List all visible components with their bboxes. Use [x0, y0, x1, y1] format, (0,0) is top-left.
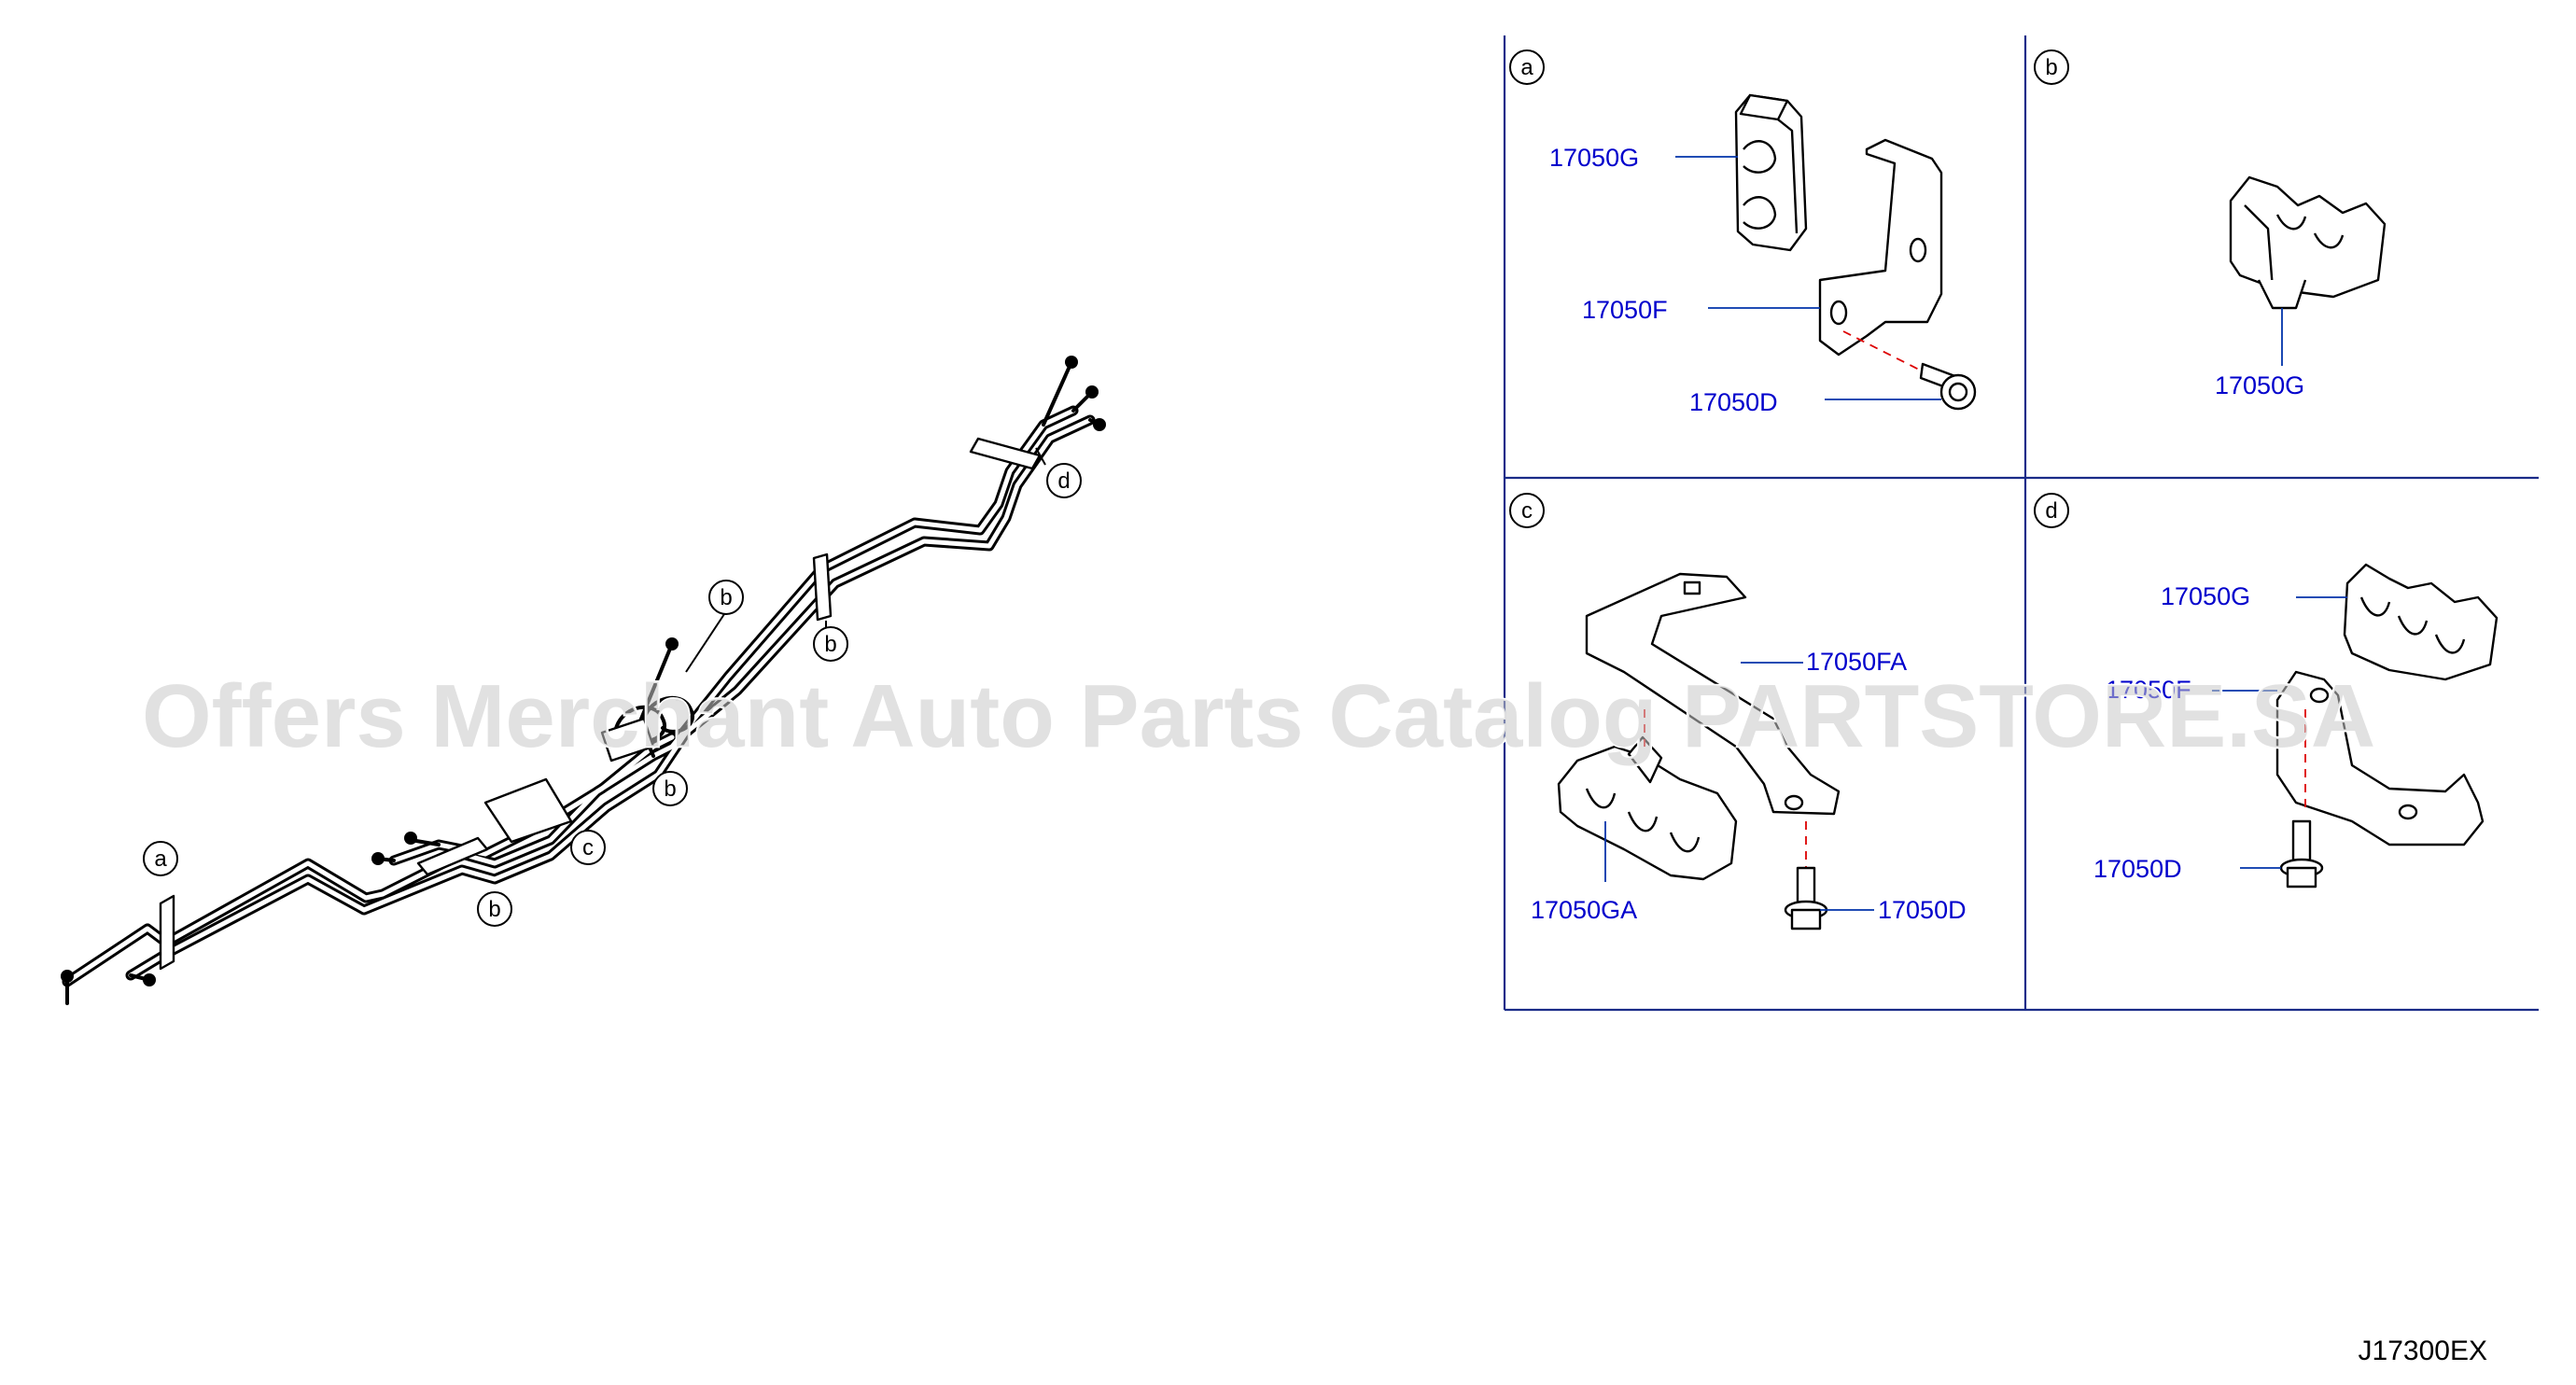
diagram-code: J17300EX	[2359, 1336, 2487, 1366]
part-number-17050ga[interactable]: 17050GA	[1531, 896, 1637, 924]
svg-text:c: c	[582, 835, 594, 860]
part-number-17050d[interactable]: 17050D	[2093, 855, 2182, 883]
panel-b-label: b	[2034, 49, 2069, 85]
callout-d: d	[1046, 463, 1082, 498]
part-number-17050f[interactable]: 17050F	[2106, 676, 2191, 704]
callout-b: b	[652, 771, 688, 806]
svg-text:b: b	[720, 585, 732, 610]
part-number-17050fa[interactable]: 17050FA	[1806, 648, 1907, 676]
callout-a: a	[143, 841, 178, 876]
svg-text:c: c	[1521, 498, 1533, 524]
part-number-17050g[interactable]: 17050G	[1549, 144, 1639, 172]
callout-b: b	[708, 580, 744, 615]
callout-c: c	[570, 830, 606, 865]
panel-d-label: d	[2034, 493, 2069, 528]
panel-c-label: c	[1509, 493, 1545, 528]
triple-clip-part	[1557, 735, 1738, 881]
svg-text:b: b	[488, 897, 500, 922]
main-callouts: a b b b b c d	[143, 463, 1082, 927]
part-number-17050g[interactable]: 17050G	[2215, 371, 2304, 399]
triple-clip-part	[2343, 563, 2499, 681]
panel-c: c 17050FA 17050GA 17050D	[1509, 493, 1967, 930]
svg-text:d: d	[1057, 469, 1070, 494]
clip-double-part	[1734, 93, 1808, 252]
svg-text:b: b	[824, 632, 836, 657]
panel-d: d 17050G 17050F 17050D	[2034, 493, 2499, 888]
part-number-17050d[interactable]: 17050D	[1878, 896, 1967, 924]
callout-b: b	[813, 626, 848, 662]
watermark: Offers Merchant Auto Parts Catalog PARTS…	[142, 666, 2375, 766]
part-number-17050d[interactable]: 17050D	[1689, 388, 1778, 416]
tube-clamps	[159, 437, 1042, 971]
bolt-part	[1919, 362, 1977, 411]
part-number-17050g[interactable]: 17050G	[2161, 582, 2250, 610]
panel-b: b 17050G	[2034, 49, 2387, 399]
callout-b: b	[477, 891, 512, 927]
svg-text:d: d	[2045, 498, 2057, 524]
z-bracket-part	[1818, 138, 1943, 357]
panel-a-label: a	[1509, 49, 1545, 85]
long-bracket-part	[1585, 572, 1841, 816]
part-number-17050f[interactable]: 17050F	[1582, 296, 1668, 324]
fuel-tube-assembly: a b b b b c d	[61, 356, 1106, 1005]
panel-a: a 17050G 17050F 17050D	[1509, 49, 1977, 416]
svg-text:a: a	[1520, 55, 1533, 80]
u-bracket-part	[2275, 670, 2485, 846]
svg-text:a: a	[154, 846, 167, 872]
bolt-part	[1784, 866, 1828, 930]
svg-text:b: b	[664, 776, 676, 802]
clip-double-part	[2229, 175, 2387, 310]
detail-panels-frame	[1503, 35, 2539, 1012]
svg-text:b: b	[2045, 55, 2057, 80]
bolt-part	[2279, 819, 2324, 888]
